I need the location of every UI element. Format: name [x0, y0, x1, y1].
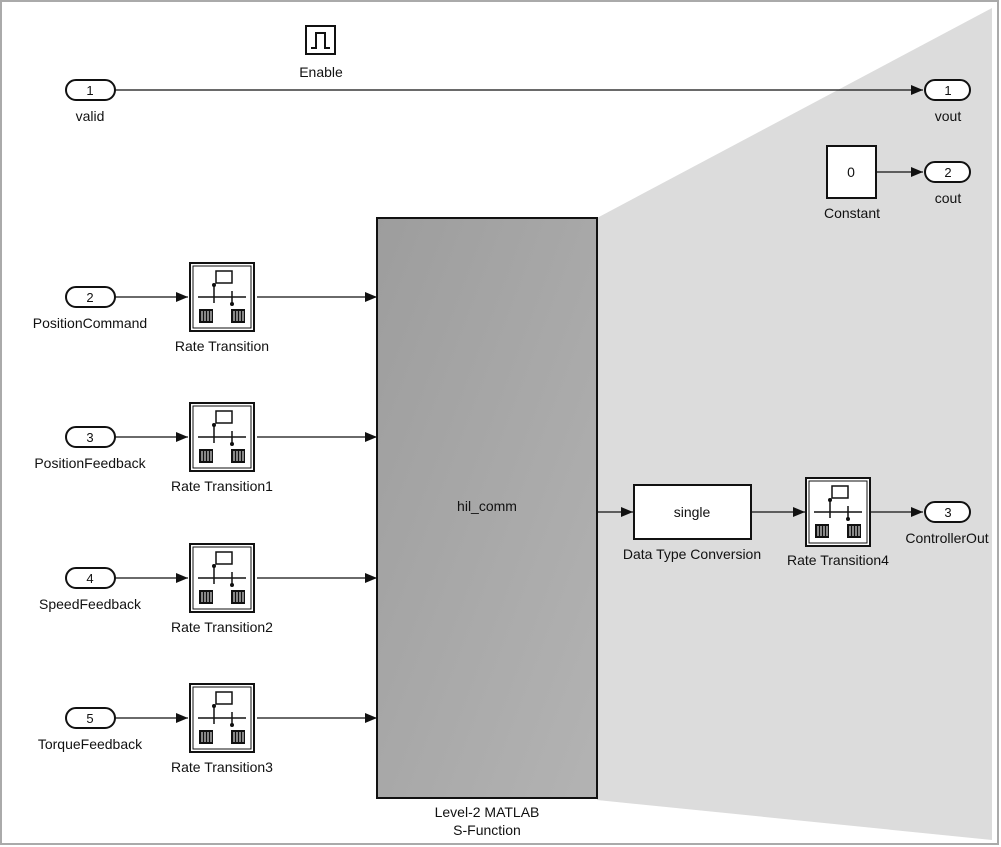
inport-1-label: valid [76, 108, 105, 124]
rate-transition-icon [189, 262, 255, 332]
outport-1[interactable]: 1 [924, 79, 971, 101]
outport-2-label: cout [935, 190, 962, 206]
rate-transition3-label: Rate Transition3 [171, 759, 273, 775]
outport-3[interactable]: 3 [924, 501, 971, 523]
rate-transition2-block[interactable] [189, 543, 255, 613]
inport-1-number: 1 [86, 83, 93, 98]
sfunction-caption-line2: S-Function [453, 822, 521, 838]
rate-transition-icon [189, 683, 255, 753]
highlight-shadow-region [597, 8, 992, 840]
outport-1-number: 1 [944, 83, 951, 98]
inport-2-label: PositionCommand [33, 315, 147, 331]
rate-transition4-label: Rate Transition4 [787, 552, 889, 568]
inport-1[interactable]: 1 [65, 79, 116, 101]
enable-block[interactable] [305, 25, 336, 55]
constant-label: Constant [824, 205, 880, 221]
rate-transition2-label: Rate Transition2 [171, 619, 273, 635]
constant-value: 0 [847, 164, 855, 180]
dtc-label: Data Type Conversion [623, 546, 761, 562]
rate-transition4-block[interactable] [805, 477, 871, 547]
inport-2[interactable]: 2 [65, 286, 116, 308]
outport-1-label: vout [935, 108, 962, 124]
rate-transition3-block[interactable] [189, 683, 255, 753]
inport-2-number: 2 [86, 290, 93, 305]
dtc-value: single [674, 504, 711, 520]
rate-transition1-block[interactable] [189, 402, 255, 472]
outport-2-number: 2 [944, 165, 951, 180]
rate-transition-label: Rate Transition [175, 338, 269, 354]
constant-block[interactable] [826, 145, 877, 199]
inport-5-label: TorqueFeedback [38, 736, 143, 752]
outport-3-label: ControllerOut [905, 530, 988, 546]
outport-2[interactable]: 2 [924, 161, 971, 183]
inport-3[interactable]: 3 [65, 426, 116, 448]
inport-3-label: PositionFeedback [34, 455, 146, 471]
inport-4-label: SpeedFeedback [39, 596, 142, 612]
inport-4[interactable]: 4 [65, 567, 116, 589]
enable-label: Enable [299, 64, 343, 80]
rate-transition-icon [189, 402, 255, 472]
sfunction-block[interactable] [376, 217, 598, 799]
inport-5-number: 5 [86, 711, 93, 726]
rate-transition-icon [805, 477, 871, 547]
rate-transition-block[interactable] [189, 262, 255, 332]
inport-4-number: 4 [86, 571, 93, 586]
sfunction-caption-line1: Level-2 MATLAB [435, 804, 540, 820]
inport-3-number: 3 [86, 430, 93, 445]
rate-transition-icon [189, 543, 255, 613]
sfunction-name: hil_comm [457, 498, 517, 514]
inport-5[interactable]: 5 [65, 707, 116, 729]
outport-3-number: 3 [944, 505, 951, 520]
rate-transition1-label: Rate Transition1 [171, 478, 273, 494]
data-type-conversion-block[interactable] [633, 484, 752, 540]
